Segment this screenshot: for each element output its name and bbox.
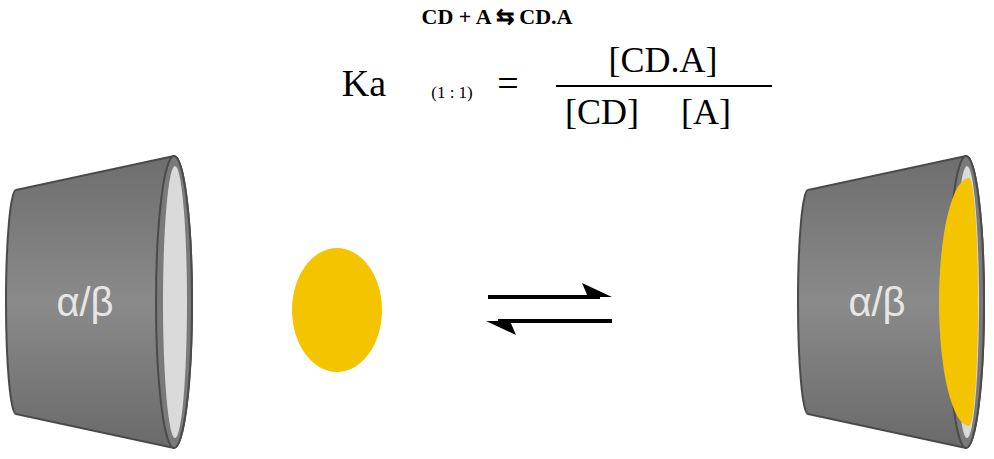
cone-cavity (163, 166, 187, 438)
fraction-bar (556, 85, 772, 87)
cone-rim (156, 156, 192, 448)
cyclodextrin: α/β (2, 152, 194, 452)
reverse-arrow (498, 319, 612, 323)
cone-body (6, 156, 192, 448)
formula-term: (1 : 1) (431, 84, 473, 101)
formula-term: Ka (342, 64, 386, 102)
formula-term: = (497, 64, 518, 102)
forward-arrow-head (582, 283, 612, 297)
reaction-equation: CD + A ⇆ CD.A (422, 6, 573, 28)
formula-term: [CD] (565, 94, 639, 130)
cyclodextrin-label: α/β (848, 282, 905, 322)
formula-term: [A] (681, 94, 731, 130)
guest-molecule (292, 248, 382, 372)
forward-arrow (488, 295, 600, 299)
cyclodextrin: α/β (794, 152, 986, 452)
reverse-arrow-head (486, 321, 516, 335)
cyclodextrin-label: α/β (56, 282, 113, 322)
included-guest (939, 178, 978, 426)
cone-body (798, 156, 984, 448)
formula-term: [CD.A] (609, 42, 718, 78)
